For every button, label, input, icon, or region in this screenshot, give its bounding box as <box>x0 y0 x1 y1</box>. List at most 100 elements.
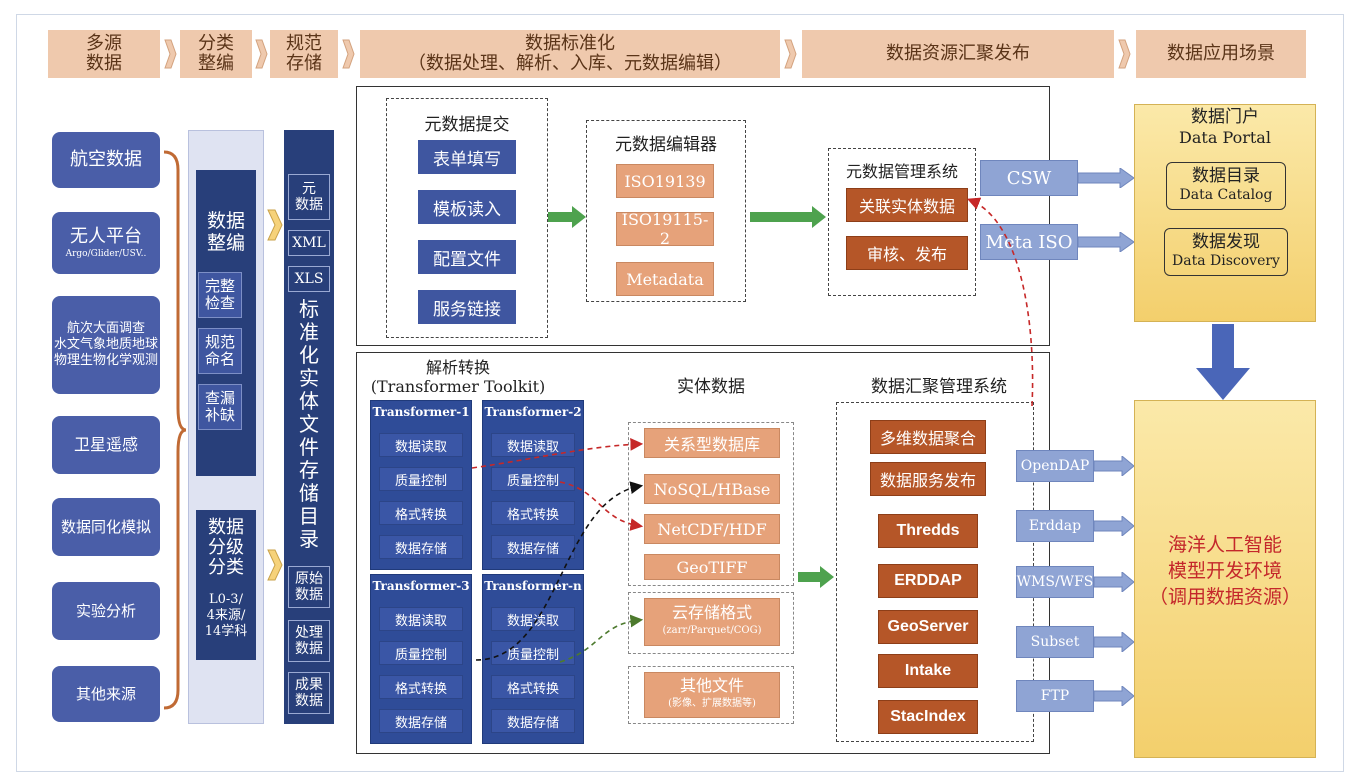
portal-catalog-en: Data Catalog <box>1179 187 1273 203</box>
agg-intake: Intake <box>878 654 978 688</box>
entity-nosql: NoSQL/HBase <box>644 474 780 504</box>
transformer-2: Transformer-2 数据读取 质量控制 格式转换 数据存储 <box>482 400 584 570</box>
arrow-right-icon <box>1094 572 1134 592</box>
tf-step-qc: 质量控制 <box>491 641 575 665</box>
tf-step-convert: 格式转换 <box>491 501 575 525</box>
chevron-icon <box>1118 39 1131 69</box>
tf-step-store: 数据存储 <box>491 535 575 559</box>
chevron-icon <box>255 39 268 69</box>
mgmt-link-entity: 关联实体数据 <box>846 188 968 222</box>
header-publish: 数据资源汇聚发布 <box>802 30 1114 78</box>
metadata-panel <box>356 86 1050 346</box>
diagram-frame <box>16 14 1344 772</box>
tf-step-store: 数据存储 <box>379 709 463 733</box>
metadata-editor-title: 元数据编辑器 <box>615 135 717 155</box>
portal-title-en: Data Portal <box>1179 128 1271 147</box>
entity-geotiff: GeoTIFF <box>644 554 780 580</box>
portal-discovery-cn: 数据发现 <box>1192 232 1260 252</box>
agg-geoserver: GeoServer <box>878 610 978 644</box>
arrow-right-icon <box>1094 632 1134 652</box>
agg-stacindex: StacIndex <box>878 700 978 734</box>
submit-template-read: 模板读入 <box>418 190 516 224</box>
submit-config-file: 配置文件 <box>418 240 516 274</box>
tf-step-store: 数据存储 <box>491 709 575 733</box>
service-wms-wfs: WMS/WFS <box>1016 566 1094 598</box>
storage-processed: 处理 数据 <box>288 620 330 662</box>
metadata-submit-title: 元数据提交 <box>424 115 510 135</box>
transformer-name: Transformer-1 <box>372 405 470 419</box>
source-assimilation: 数据同化模拟 <box>52 498 160 556</box>
arrow-right-icon <box>1094 516 1134 536</box>
metadata-submit-box <box>386 98 548 338</box>
source-other: 其他来源 <box>52 666 160 722</box>
storage-raw: 原始 数据 <box>288 566 330 608</box>
classify-item-naming: 规范 命名 <box>198 328 242 374</box>
entity-cloud-label: 云存储格式 <box>671 603 752 622</box>
tf-step-convert: 格式转换 <box>491 675 575 699</box>
service-opendap: OpenDAP <box>1016 450 1094 482</box>
ai-env-panel <box>1134 400 1316 758</box>
classify-bottom-title: 数据 分级 分类 <box>208 517 244 578</box>
source-cruise-survey: 航次大面调查 水文气象地质地球物理生物化学观测 <box>52 296 160 394</box>
editor-iso19115-2: ISO19115-2 <box>616 210 714 248</box>
entity-cloud-sub: (zarr/Parquet/COG) <box>662 625 762 636</box>
arrow-right-icon <box>798 566 834 588</box>
chevron-icon <box>342 39 355 69</box>
entity-relational-db: 关系型数据库 <box>644 428 780 458</box>
portal-catalog: 数据目录 Data Catalog <box>1166 162 1286 210</box>
portal-title: 数据门户 <box>1191 107 1259 127</box>
transformer-3: Transformer-3 数据读取 质量控制 格式转换 数据存储 <box>370 574 472 744</box>
storage-metadata: 元 数据 <box>288 174 330 220</box>
tf-step-read: 数据读取 <box>491 433 575 457</box>
chevron-right-icon <box>267 549 283 581</box>
data-panel <box>356 352 1050 754</box>
tf-step-read: 数据读取 <box>379 607 463 631</box>
agg-thredds: Thredds <box>878 514 978 548</box>
storage-vertical-label: 标准化实体文件存储目录 <box>299 297 319 551</box>
arrow-right-icon <box>548 206 586 228</box>
classify-bottom-box <box>196 510 256 660</box>
submit-form-fill: 表单填写 <box>418 140 516 174</box>
tf-step-convert: 格式转换 <box>379 501 463 525</box>
transform-title: 解析转换 (Transformer Toolkit) <box>370 358 546 396</box>
tf-step-qc: 质量控制 <box>379 467 463 491</box>
chevron-icon <box>164 39 177 69</box>
classify-bottom-note: L0-3/ 4来源/ 14学科 <box>204 592 248 639</box>
entity-cloud: 云存储格式 (zarr/Parquet/COG) <box>644 598 780 646</box>
aggregation-title: 数据汇聚管理系统 <box>871 377 1007 397</box>
tf-step-read: 数据读取 <box>379 433 463 457</box>
arrow-right-icon <box>1078 232 1134 252</box>
metadata-editor-box <box>586 120 746 302</box>
entity-other-box <box>628 666 794 724</box>
metadata-mgmt-title: 元数据管理系统 <box>845 162 958 181</box>
editor-metadata: Metadata <box>616 262 714 296</box>
header-multisource: 多源 数据 <box>48 30 160 78</box>
transformer-n: Transformer-n 数据读取 质量控制 格式转换 数据存储 <box>482 574 584 744</box>
transformer-name: Transformer-n <box>484 579 582 593</box>
storage-xls: XLS <box>288 266 330 292</box>
ai-env-label: 海洋人工智能 模型开发环境 （调用数据资源） <box>1148 534 1301 608</box>
header-storage: 规范 存储 <box>270 30 338 78</box>
arrow-right-icon <box>1094 456 1134 476</box>
service-subset: Subset <box>1016 626 1094 658</box>
portal-catalog-cn: 数据目录 <box>1192 166 1260 186</box>
service-csw: CSW <box>980 160 1078 196</box>
entity-other-label: 其他文件 <box>679 676 744 695</box>
source-aviation: 航空数据 <box>52 132 160 188</box>
storage-panel <box>284 130 334 724</box>
portal-discovery: 数据发现 Data Discovery <box>1164 228 1288 276</box>
tf-step-convert: 格式转换 <box>379 675 463 699</box>
classify-item-check: 完整 检查 <box>198 272 242 318</box>
storage-results: 成果 数据 <box>288 672 330 714</box>
source-satellite: 卫星遥感 <box>52 416 160 474</box>
service-meta-iso: Meta ISO <box>980 224 1078 260</box>
agg-multidim: 多维数据聚合 <box>870 420 986 454</box>
arrow-right-icon <box>1094 686 1134 706</box>
service-ftp: FTP <box>1016 680 1094 712</box>
tf-step-store: 数据存储 <box>379 535 463 559</box>
chevron-right-icon <box>267 209 283 241</box>
arrow-right-icon <box>750 206 826 228</box>
transformer-1: Transformer-1 数据读取 质量控制 格式转换 数据存储 <box>370 400 472 570</box>
source-brace <box>163 150 187 710</box>
